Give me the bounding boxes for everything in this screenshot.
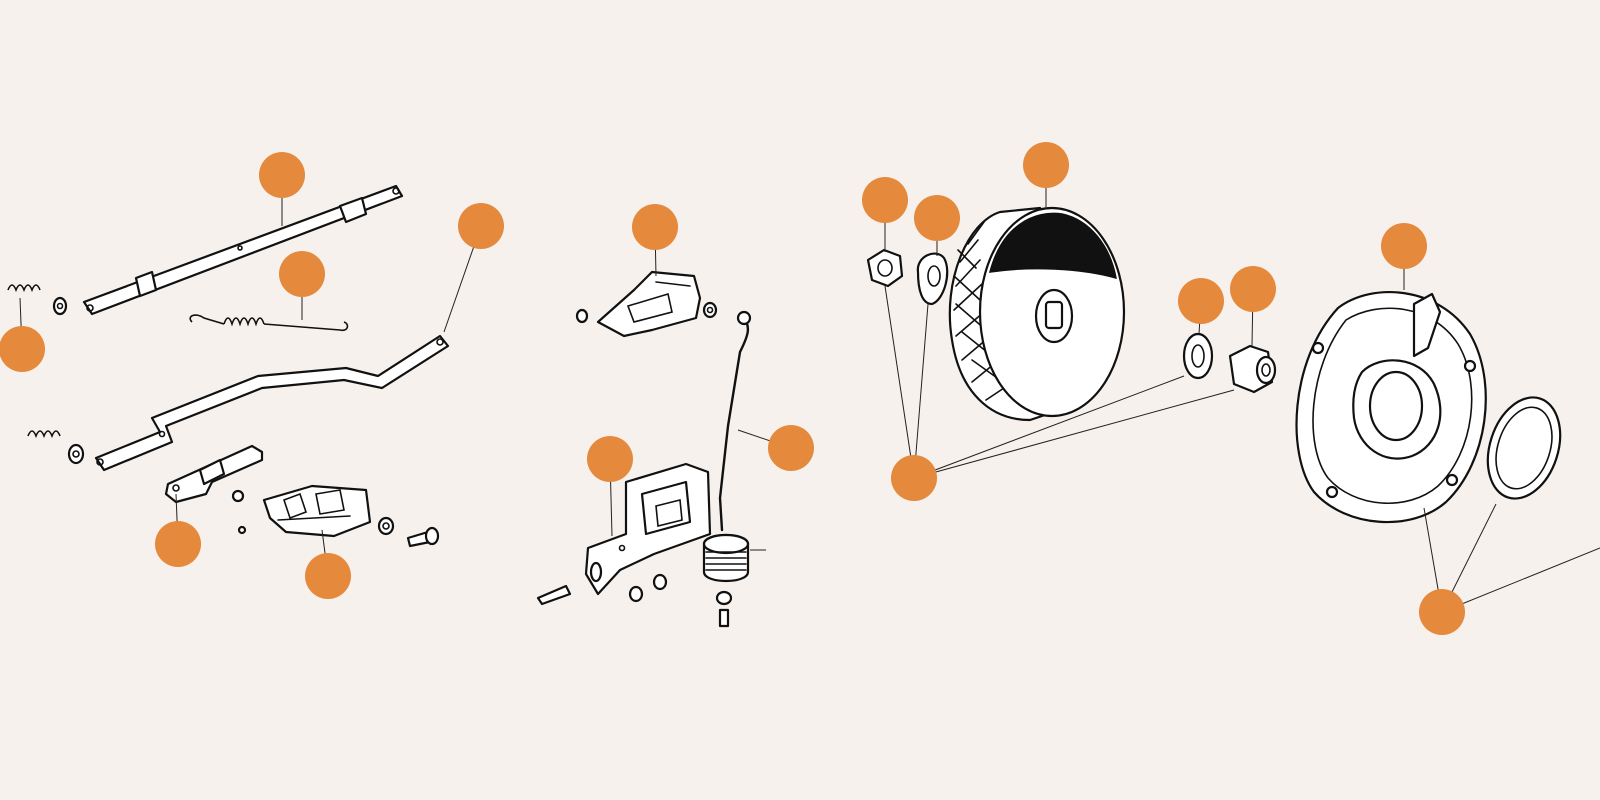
coil-spring-lower — [27, 430, 85, 465]
screw — [406, 526, 440, 548]
mounting-bracket — [584, 462, 712, 596]
tension-spring — [189, 314, 349, 332]
callout-marker-16 — [891, 455, 937, 501]
bracket-screws — [536, 573, 733, 628]
coil-spring-upper — [7, 284, 68, 316]
callout-marker-11 — [914, 195, 960, 241]
flat-washer — [1182, 332, 1214, 380]
callout-marker-14 — [1230, 266, 1276, 312]
callout-marker-15 — [1381, 223, 1427, 269]
starter-cover — [1295, 291, 1487, 524]
control-cable — [718, 310, 752, 532]
callout-marker-5 — [155, 521, 201, 567]
upper-rod — [82, 184, 404, 316]
cooling-fan-wheel — [948, 206, 1126, 422]
callout-markers — [0, 142, 1465, 635]
hex-nut — [866, 248, 904, 288]
lock-washer — [916, 252, 949, 306]
callout-marker-17 — [1419, 589, 1465, 635]
pulley-assembly — [866, 206, 1562, 524]
linkage-assembly — [7, 184, 450, 548]
switch-assembly — [536, 270, 766, 628]
cable-spool — [702, 533, 766, 582]
callout-marker-8 — [587, 436, 633, 482]
gasket-ring — [1486, 396, 1562, 500]
callout-marker-2 — [279, 251, 325, 297]
callout-marker-9 — [768, 425, 814, 471]
switch-housing — [575, 270, 718, 338]
callout-marker-6 — [305, 553, 351, 599]
callout-marker-4 — [0, 326, 45, 372]
small-bracket — [164, 444, 264, 504]
callout-marker-7 — [632, 204, 678, 250]
callout-marker-10 — [862, 177, 908, 223]
cranked-rod — [94, 334, 450, 472]
callout-marker-12 — [1023, 142, 1069, 188]
callout-marker-13 — [1178, 278, 1224, 324]
shaft-bushing — [1228, 344, 1277, 394]
callout-marker-1 — [259, 152, 305, 198]
callout-marker-3 — [458, 203, 504, 249]
latch-housing — [231, 484, 395, 538]
